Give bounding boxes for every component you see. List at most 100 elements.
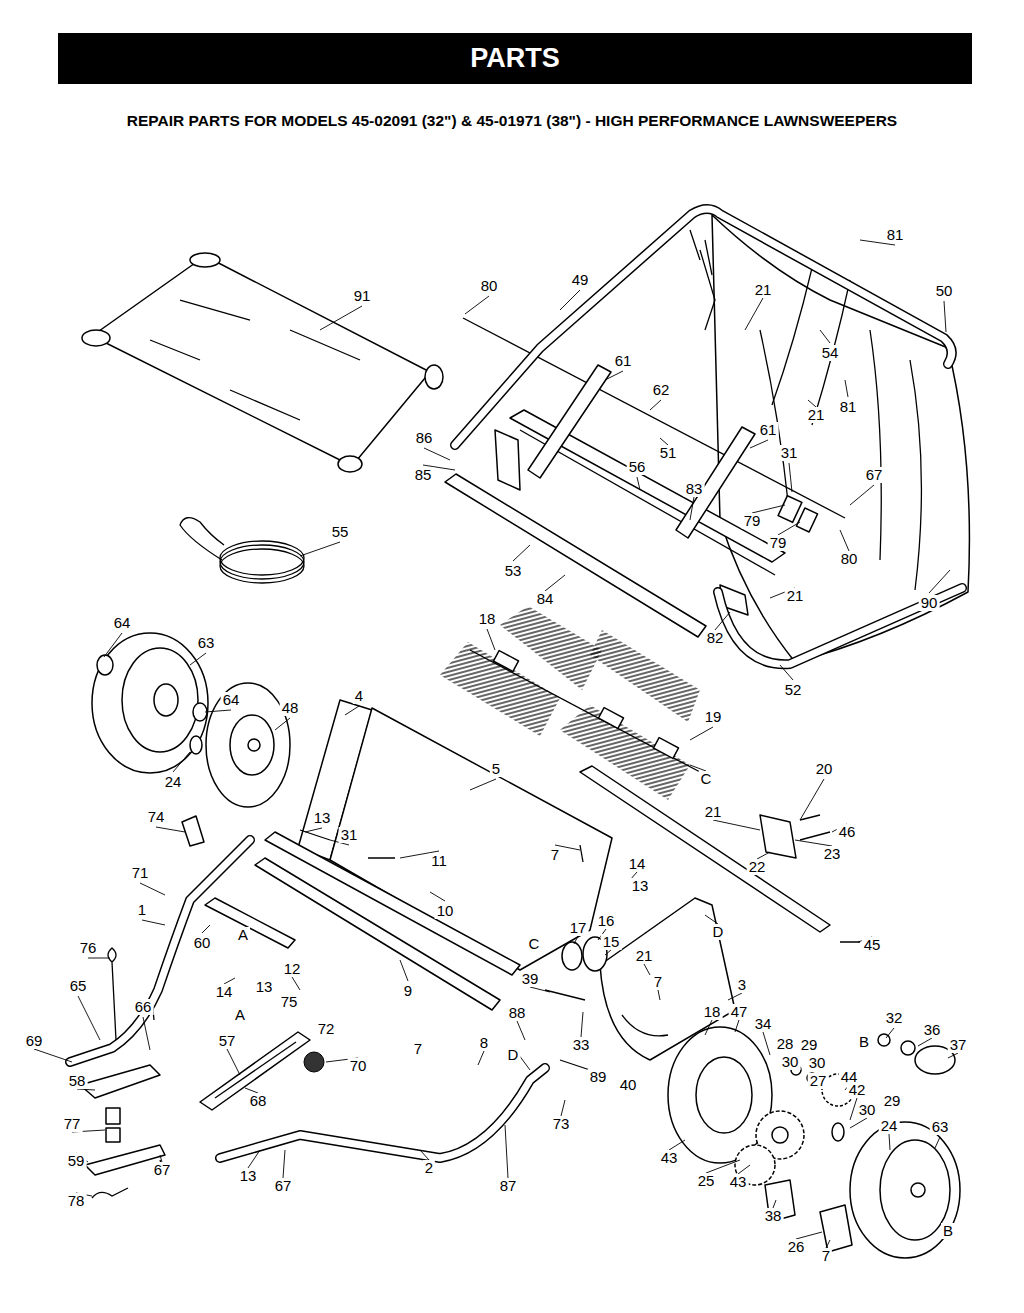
subtitle-heading: REPAIR PARTS FOR MODELS 45-02091 (32") &…: [127, 112, 897, 130]
tow-bar: [205, 898, 295, 948]
callout-number: 8: [478, 1035, 490, 1051]
tow-bar: [215, 1042, 296, 1098]
callout-number: 59: [66, 1153, 87, 1169]
wheel: [850, 1122, 960, 1258]
callout-number: 91: [352, 288, 373, 304]
wheel-housing: [182, 683, 290, 846]
wheel-housing: [230, 715, 274, 775]
callout-number: 88: [507, 1005, 528, 1021]
wheel: [190, 736, 202, 754]
callout-number: 81: [885, 227, 906, 243]
leader-line: [76, 1118, 940, 1178]
wheel-housing: [248, 739, 260, 751]
wheel-housing: [182, 816, 204, 846]
callout-number: 13: [312, 810, 333, 826]
callout-number: 54: [820, 345, 841, 361]
wheel: [193, 703, 207, 721]
reference-letter: D: [506, 1047, 521, 1063]
side-plate: [622, 1015, 668, 1036]
callout-number: 29: [882, 1093, 903, 1109]
sweeper-frame: [255, 858, 500, 1010]
callout-number: 48: [280, 700, 301, 716]
callout-number: 75: [279, 994, 300, 1010]
callout-number: 15: [601, 934, 622, 950]
callout-number: 20: [814, 761, 835, 777]
callout-number: 21: [785, 588, 806, 604]
callout-number: 7: [820, 1248, 832, 1264]
callout-number: 86: [414, 430, 435, 446]
callout-number: 11: [429, 853, 449, 869]
callout-number: 63: [930, 1119, 951, 1135]
drive-housing: [668, 1027, 854, 1252]
callout-number: 31: [779, 445, 800, 461]
callout-number: 89: [588, 1069, 609, 1085]
callout-number: 23: [822, 846, 843, 862]
leader-line: [104, 542, 950, 680]
drive-housing: [696, 1057, 752, 1133]
side-plate: [562, 942, 582, 970]
drive-housing: [820, 1205, 852, 1252]
callout-number: 26: [786, 1239, 807, 1255]
callout-number: 3: [736, 977, 748, 993]
wheel: [901, 1041, 915, 1055]
callout-number: 80: [479, 278, 500, 294]
tow-bar: [70, 840, 545, 1198]
reference-letter: B: [941, 1223, 955, 1239]
leader-line: [34, 987, 958, 1075]
callout-number: 56: [627, 459, 648, 475]
callout-number: 74: [146, 809, 167, 825]
callout-number: 47: [729, 1004, 750, 1020]
callout-number: 85: [413, 467, 434, 483]
callout-number: 13: [630, 878, 651, 894]
sweeper-frame: [760, 815, 796, 858]
brush-assembly: [500, 606, 602, 690]
callout-number: 52: [783, 682, 804, 698]
callout-number: 49: [570, 272, 591, 288]
wheel: [97, 655, 113, 675]
callout-number: 82: [705, 630, 726, 646]
wheel: [122, 648, 198, 752]
bungee-cord: [220, 545, 304, 579]
tow-bar: [70, 840, 250, 1062]
hopper: [495, 430, 520, 490]
callout-number: 31: [339, 827, 360, 843]
callout-number: 14: [627, 856, 648, 872]
callout-number: 39: [520, 971, 541, 987]
callout-number: 18: [477, 611, 498, 627]
tow-bar: [92, 1188, 128, 1198]
hopper: [718, 588, 962, 664]
callout-number: 30: [807, 1055, 828, 1071]
reference-letter: B: [857, 1034, 871, 1050]
callout-number: 21: [753, 282, 774, 298]
bungee-cord: [220, 541, 304, 575]
callout-number: 87: [498, 1178, 519, 1194]
callout-number: 71: [130, 865, 151, 881]
tow-bar: [152, 1000, 162, 1166]
callout-number: 43: [659, 1150, 680, 1166]
wheel: [911, 1183, 925, 1197]
callout-number: 51: [658, 445, 679, 461]
callout-number: 29: [799, 1037, 820, 1053]
callout-number: 32: [884, 1010, 905, 1026]
callout-number: 64: [221, 692, 242, 708]
callout-number: 30: [780, 1054, 801, 1070]
side-plate: [545, 990, 585, 1000]
brush-assembly: [493, 651, 518, 672]
callout-number: 67: [273, 1178, 294, 1194]
leader-line: [423, 438, 874, 551]
title-band: PARTS: [58, 33, 972, 84]
leader-line: [320, 240, 946, 410]
callout-number: 40: [618, 1077, 639, 1093]
callout-number: 64: [112, 615, 133, 631]
callout-number: 80: [839, 551, 860, 567]
hopper: [455, 209, 952, 445]
callout-number: 16: [596, 913, 617, 929]
callout-number: 36: [922, 1022, 943, 1038]
callout-number: 55: [330, 524, 351, 540]
wheel: [880, 1140, 950, 1240]
tarp: [190, 253, 220, 267]
leader-line: [76, 1165, 830, 1248]
callout-number: 58: [67, 1073, 88, 1089]
callout-number: 90: [919, 595, 940, 611]
band-title: PARTS: [470, 43, 560, 74]
